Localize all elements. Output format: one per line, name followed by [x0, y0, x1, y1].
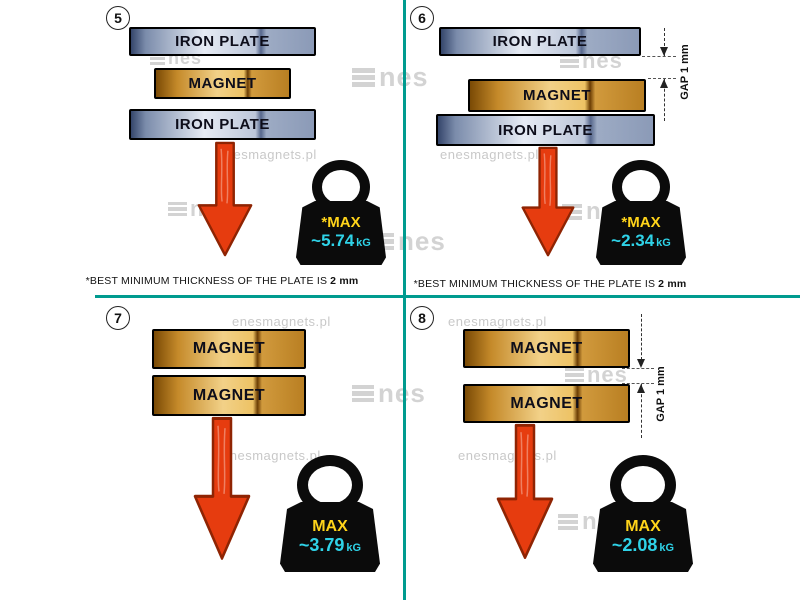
- watermark-text: enesmagnets.pl: [222, 448, 321, 463]
- max-label: MAX: [312, 517, 348, 535]
- iron-plate-top: IRON PLATE: [439, 27, 641, 56]
- panel-number: 7: [106, 306, 130, 330]
- watermark-text: enesmagnets.pl: [232, 314, 331, 329]
- panel-number: 5: [106, 6, 130, 30]
- iron-plate-bottom: IRON PLATE: [129, 109, 316, 140]
- dimension-arrow-icon: [660, 47, 668, 56]
- magnet: MAGNET: [468, 79, 646, 112]
- vertical-divider: [403, 0, 406, 600]
- enes-logo-watermark: nes: [352, 62, 429, 93]
- dimension-arrow-icon: [660, 79, 668, 88]
- enes-e-icon: [352, 382, 375, 405]
- pull-force-arrow-icon: [521, 146, 575, 257]
- max-label: *MAX: [321, 213, 361, 231]
- iron-plate-bottom: IRON PLATE: [436, 114, 655, 146]
- magnet-bottom: MAGNET: [463, 384, 630, 423]
- enes-e-icon: [565, 365, 584, 384]
- watermark-text: enesmagnets.pl: [448, 314, 547, 329]
- panel-number: 6: [410, 6, 434, 30]
- magnet: MAGNET: [154, 68, 291, 99]
- dimension-arrow-icon: [637, 384, 645, 393]
- pull-force-arrow-icon: [197, 141, 253, 257]
- pull-force-arrow-icon: [193, 416, 251, 560]
- watermark-text: enesmagnets.pl: [440, 147, 539, 162]
- enes-logo-watermark: nes: [352, 378, 426, 409]
- horizontal-divider: [95, 295, 800, 298]
- pull-force-arrow-icon: [496, 423, 554, 559]
- max-label: MAX: [625, 517, 661, 535]
- enes-e-icon: [352, 66, 375, 90]
- magnet-top: MAGNET: [152, 329, 306, 369]
- enes-e-icon: [168, 199, 187, 218]
- gap-label: GAP 1 mm: [679, 44, 691, 100]
- gap-label: GAP 1 mm: [655, 366, 667, 422]
- watermark-text: enesmagnets.pl: [218, 147, 317, 162]
- magnet-bottom: MAGNET: [152, 375, 306, 416]
- max-label: *MAX: [621, 213, 661, 231]
- magnet-top: MAGNET: [463, 329, 630, 368]
- dimension-arrow-icon: [637, 359, 645, 368]
- panel-number: 8: [410, 306, 434, 330]
- enes-e-icon: [558, 511, 579, 532]
- iron-plate-top: IRON PLATE: [129, 27, 316, 56]
